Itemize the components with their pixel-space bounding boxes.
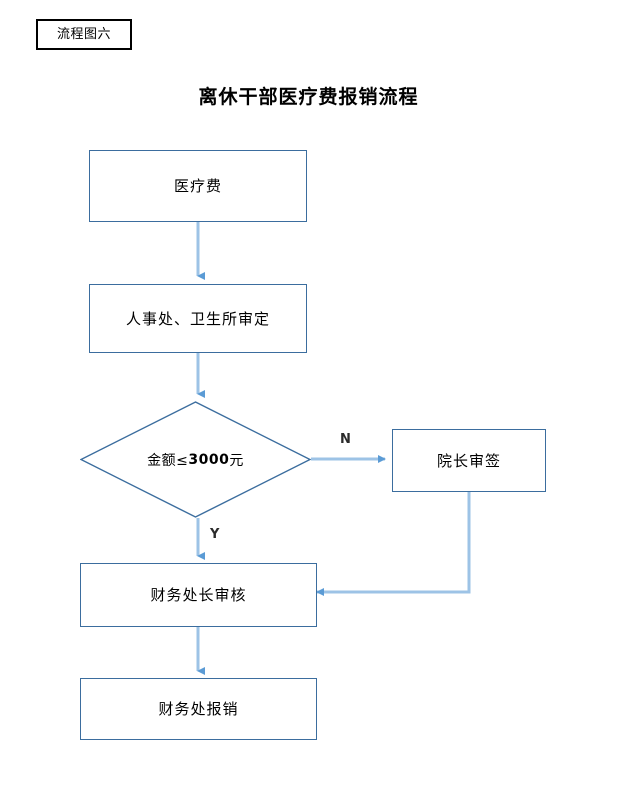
page-title: 离休干部医疗费报销流程 (198, 86, 419, 108)
connector-n4-n5 (316, 492, 471, 596)
branch-label-yes: Y (210, 527, 220, 542)
decision-label-suffix: 元 (229, 452, 244, 469)
node-finance-reimbursement[interactable]: 财务处报销 (80, 678, 317, 740)
node-label: 院长审签 (436, 451, 501, 470)
node-personnel-clinic-review[interactable]: 人事处、卫生所审定 (89, 284, 307, 353)
decision-label-value: 3000 (188, 451, 230, 468)
node-label: 医疗费 (173, 177, 222, 195)
node-president-approval[interactable]: 院长审签 (392, 429, 546, 492)
branch-label-no: N (340, 432, 351, 447)
node-label: 人事处、卫生所审定 (125, 309, 270, 328)
node-label: 财务处报销 (158, 700, 239, 718)
decision-label-prefix: 金额≤ (147, 452, 189, 469)
flowchart-tag-label: 流程图六 (56, 27, 111, 42)
node-finance-director-review[interactable]: 财务处长审核 (80, 563, 317, 627)
node-medical-expense[interactable]: 医疗费 (89, 150, 307, 222)
flowchart-tag-box: 流程图六 (36, 19, 132, 50)
diamond-shape (80, 401, 311, 518)
node-label: 财务处长审核 (150, 586, 247, 604)
